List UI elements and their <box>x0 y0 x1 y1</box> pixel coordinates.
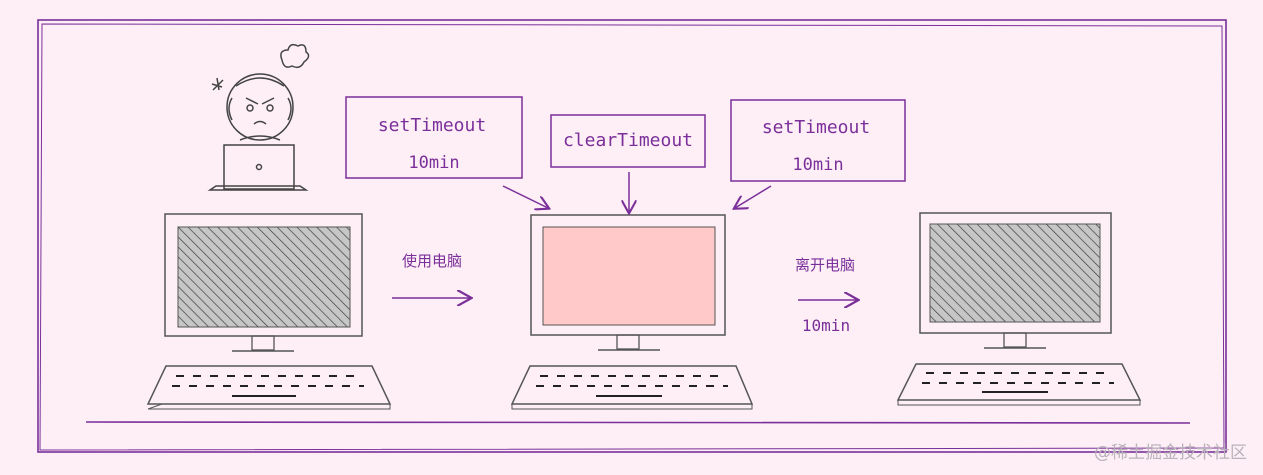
watermark-text: @稀土掘金技术社区 <box>1094 443 1247 463</box>
keyboard-1 <box>146 365 392 405</box>
computer-1-idle <box>146 213 392 410</box>
clear-timeout-title: clearTimeout <box>563 130 693 151</box>
keyboard-3 <box>896 363 1142 401</box>
screen-3 <box>929 223 1101 323</box>
leave-duration-label: 10min <box>802 316 850 335</box>
ground-line <box>85 421 1191 424</box>
set-timeout-box-right: setTimeout 10min <box>730 99 906 182</box>
leave-computer-label: 离开电脑 <box>795 256 855 274</box>
screen-1 <box>177 226 351 328</box>
keyboard-2 <box>510 365 754 405</box>
outer-frame <box>37 19 1227 453</box>
arrow-left-box-to-computer <box>502 185 548 208</box>
arrow-right-box-to-computer <box>735 185 772 208</box>
anger-spark-icon <box>211 77 224 91</box>
use-computer-label: 使用电脑 <box>402 252 462 270</box>
screen-2 <box>542 226 716 326</box>
set-timeout-box-left: setTimeout 10min <box>345 96 523 179</box>
set-timeout-left-duration: 10min <box>408 153 459 173</box>
set-timeout-right-title: setTimeout <box>762 117 870 138</box>
person-head <box>226 73 294 141</box>
computer-2-active <box>510 214 754 410</box>
laptop-icon <box>207 144 309 191</box>
set-timeout-right-duration: 10min <box>792 155 843 175</box>
steam-cloud-icon <box>280 43 310 69</box>
clear-timeout-box: clearTimeout <box>550 114 706 168</box>
computer-3-idle <box>896 212 1142 406</box>
set-timeout-left-title: setTimeout <box>378 115 486 136</box>
stressed-person-sketch <box>207 43 310 191</box>
